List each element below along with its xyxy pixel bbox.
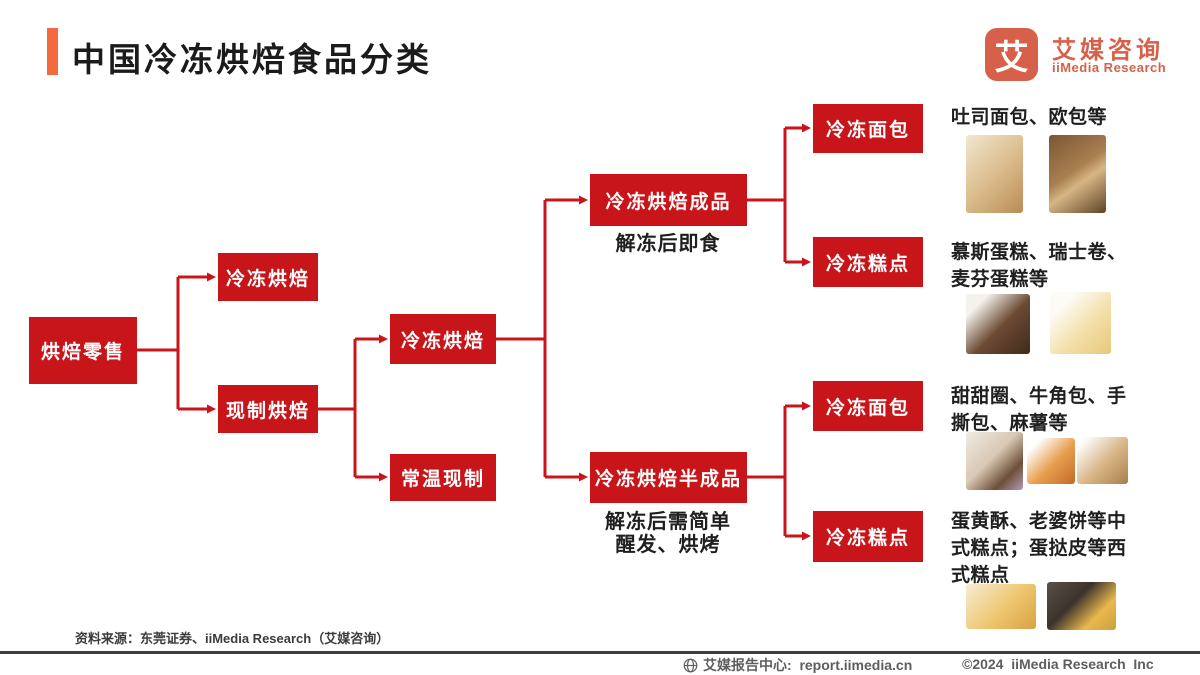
desc-frozen-bread-semi: 甜甜圈、牛角包、手撕包、麻薯等 [951,386,1127,434]
photo-mousse-cake [966,294,1030,354]
desc-frozen-bread-finished: 吐司面包、欧包等 [951,107,1108,128]
node-ambient-fresh-made: 常温现制 [390,454,496,501]
node-frozen-pastry-finished: 冷冻糕点 [813,237,923,287]
node-frozen-bread-semi: 冷冻面包 [813,381,923,431]
brand-name-en: iiMedia Research [1052,60,1167,75]
node-fresh-made-baking: 现制烘焙 [218,385,318,433]
node-frozen-bread-finished: 冷冻面包 [813,104,923,153]
iimedia-logo-icon: 艾 [985,28,1038,81]
photo-toast-bread [966,135,1023,213]
page-title: 中国冷冻烘焙食品分类 [72,41,432,78]
node-frozen-baking-l3: 冷冻烘焙 [390,314,496,364]
node-frozen-baked-semi: 冷冻烘焙半成品 [590,452,747,503]
footer-divider [0,651,1200,654]
photo-croissant [1027,438,1075,484]
note-needs-proofing: 解冻后需简单醒发、烘烤 [605,511,731,556]
photo-european-bread [1049,135,1106,213]
brand-name-cn: 艾媒咨询 [1052,37,1164,64]
photo-egg-tart [1047,582,1116,630]
globe-icon [683,658,698,672]
title-accent-bar [47,28,58,75]
desc-frozen-pastry-semi: 蛋黄酥、老婆饼等中式糕点；蛋挞皮等西式糕点 [951,511,1127,586]
data-source-note: 资料来源：东莞证券、iiMedia Research（艾媒咨询） [75,631,390,646]
node-baking-retail: 烘焙零售 [29,317,137,384]
photo-egg-yolk-pastry [966,584,1036,629]
copyright-text: ©2024 iiMedia Research Inc [962,656,1154,672]
photo-donut [966,432,1023,490]
node-frozen-pastry-semi: 冷冻糕点 [813,511,923,562]
note-ready-to-eat: 解冻后即食 [615,233,721,255]
photo-mochi-bread [1077,437,1128,484]
footer-bar: 艾媒报告中心: report.iimedia.cn ©2024 iiMedia … [0,655,1200,675]
desc-frozen-pastry-finished: 慕斯蛋糕、瑞士卷、麦芬蛋糕等 [951,242,1127,290]
node-frozen-baking-l2: 冷冻烘焙 [218,253,318,301]
report-center-text: 艾媒报告中心: report.iimedia.cn [703,657,913,673]
photo-swiss-roll [1050,292,1111,354]
node-frozen-baked-finished: 冷冻烘焙成品 [590,174,747,226]
